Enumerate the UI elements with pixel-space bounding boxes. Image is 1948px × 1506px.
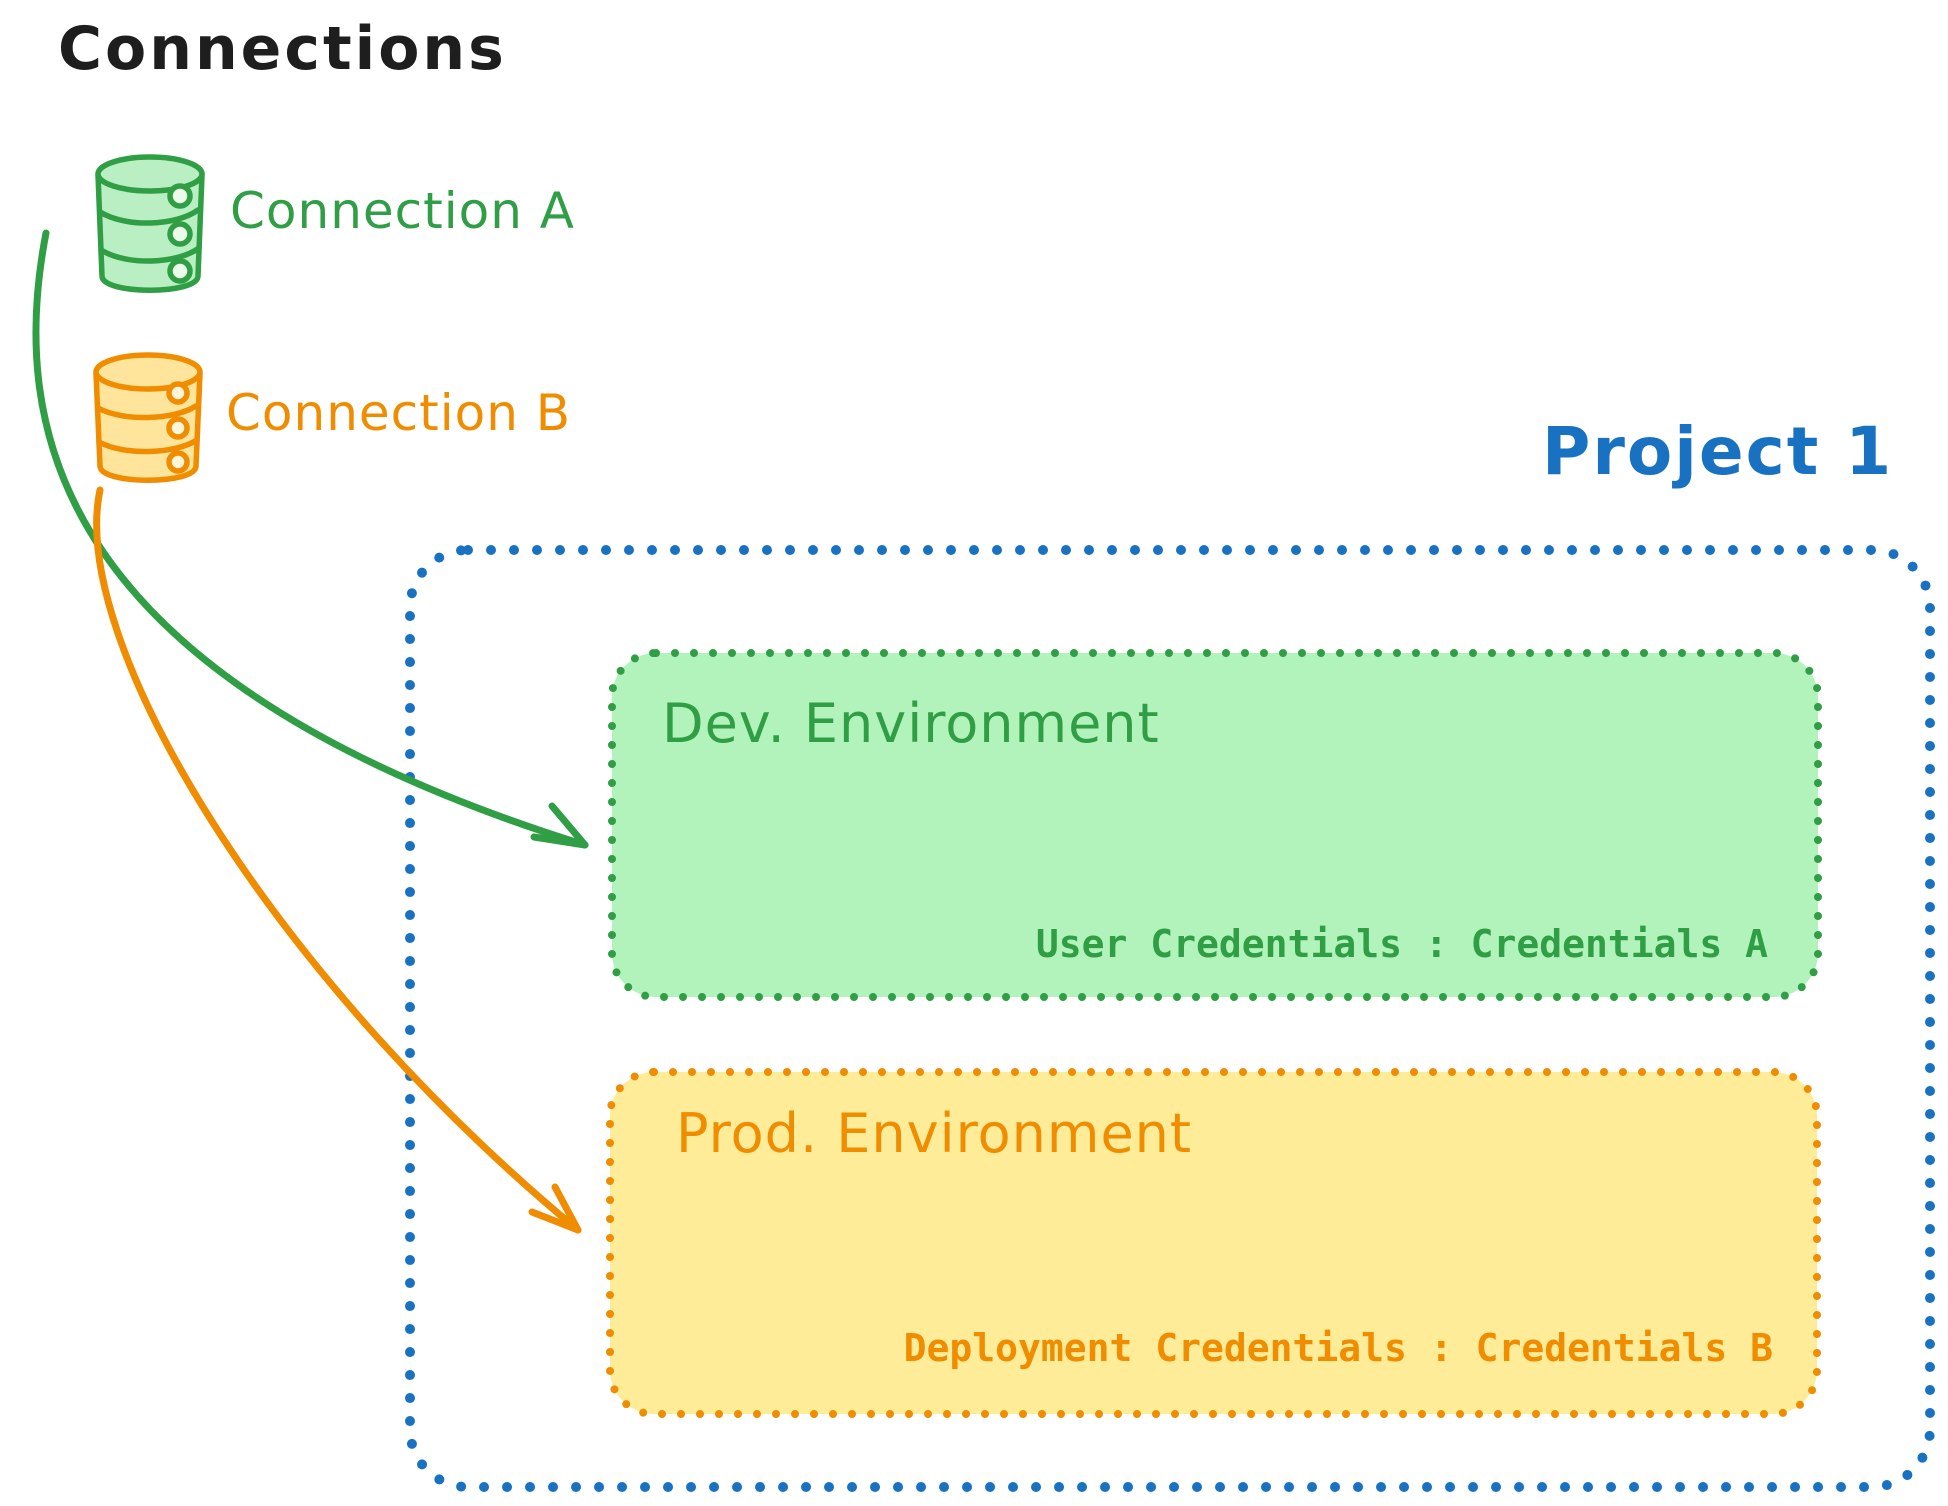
prod-environment-box: [606, 1068, 1821, 1418]
dev-environment-credentials: User Credentials : Credentials A: [1035, 922, 1768, 966]
connection-a-arrow: [32, 229, 589, 849]
connection-a-label: Connection A: [230, 182, 576, 240]
connection-b-database-icon: [93, 352, 203, 483]
connection-b-arrow: [93, 486, 582, 1234]
project-container-box: [405, 545, 1935, 1492]
prod-environment-heading: Prod. Environment: [676, 1102, 1193, 1165]
diagram-title: Connections: [58, 14, 507, 84]
dev-environment-heading: Dev. Environment: [662, 692, 1160, 755]
connection-b-label: Connection B: [226, 384, 572, 442]
project-title: Project 1: [1542, 413, 1894, 490]
prod-environment-credentials: Deployment Credentials : Credentials B: [903, 1326, 1773, 1370]
connection-a-database-icon: [95, 154, 205, 293]
dev-environment-box: [608, 649, 1822, 1001]
